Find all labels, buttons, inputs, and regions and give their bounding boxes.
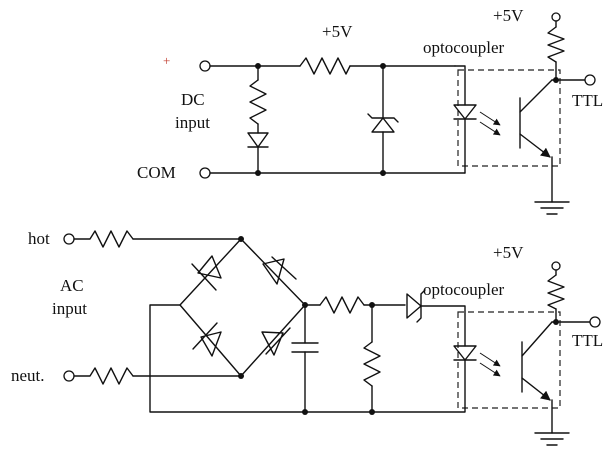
dc-plus-sign: + [163,53,170,68]
ac-neutral-resistor [73,367,134,385]
dc-opto-supply-label: +5V [493,6,524,25]
dc-opto-label: optocoupler [423,38,505,57]
ac-ground-symbol [534,432,570,446]
dc-com-terminal [199,167,211,179]
ac-shunt-resistor [363,341,381,387]
dc-opto-supply-terminal [551,12,561,22]
dc-input-circuit: + DC input COM +5V +5V optocoupler TTL [137,6,603,215]
dc-opto-led [453,104,477,120]
ac-hot-terminal [63,233,75,245]
ac-opto-supply-terminal [551,261,561,271]
dc-supply-label: +5V [322,22,353,41]
ac-pullup-resistor [547,274,565,310]
dc-series-diode [247,132,269,148]
dc-input-label-line2: input [175,113,210,132]
dc-ground-symbol [534,201,570,215]
ac-optocoupler-package [457,311,561,409]
dc-pullup-resistor [547,26,565,63]
ac-input-label-line1: AC [60,276,84,295]
dc-zener-diode [371,117,395,133]
ac-opto-led [453,345,477,361]
ac-filter-capacitor [291,342,319,353]
ac-input-circuit: hot AC input neut. +5V optocoupler TTL [11,229,603,446]
ac-opto-supply-label: +5V [493,243,524,262]
ac-series-resistor [319,296,365,314]
dc-ttl-output-terminal [584,74,596,86]
ac-hot-resistor [73,230,134,248]
ac-hot-label: hot [28,229,50,248]
dc-input-label-line1: DC [181,90,205,109]
dc-shunt-resistor [249,79,267,125]
ac-neutral-label: neut. [11,366,45,385]
dc-series-resistor [299,57,351,75]
ac-zener-diode [406,293,422,319]
dc-plus-terminal [199,60,211,72]
dc-ttl-label: TTL [572,91,603,110]
dc-com-label: COM [137,163,176,182]
ac-input-label-line2: input [52,299,87,318]
dc-optocoupler-package [457,69,561,167]
ac-ttl-output-terminal [589,316,601,328]
ac-bridge-rectifier [179,238,306,377]
ac-opto-label: optocoupler [423,280,505,299]
ac-ttl-label: TTL [572,331,603,350]
ac-neutral-terminal [63,370,75,382]
